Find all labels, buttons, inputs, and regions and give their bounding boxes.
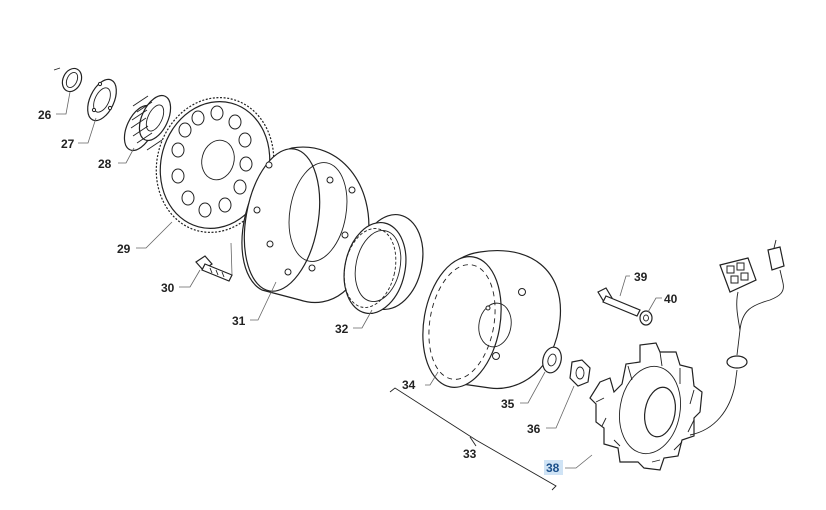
- leader-lines: [56, 91, 662, 469]
- part-30-bolt: [195, 255, 233, 282]
- callout-40[interactable]: 40: [664, 292, 678, 306]
- part-40-washer: [639, 310, 653, 326]
- callout-28[interactable]: 28: [98, 157, 112, 171]
- part-39-bolt: [597, 287, 641, 317]
- callout-38[interactable]: 38: [546, 461, 560, 475]
- part-32-one-way-clutch: [343, 213, 424, 315]
- part-34-flywheel-rotor: [422, 250, 562, 390]
- callout-27[interactable]: 27: [61, 137, 75, 151]
- callout-32[interactable]: 32: [335, 322, 349, 336]
- callout-33[interactable]: 33: [463, 447, 477, 461]
- part-28-needle-bearing: [123, 94, 172, 152]
- part-35-washer: [542, 346, 562, 374]
- callout-34[interactable]: 34: [402, 378, 416, 392]
- part-29-starter-gear: [155, 97, 275, 233]
- callout-39[interactable]: 39: [634, 270, 648, 284]
- part-38-stator: [589, 239, 785, 471]
- part-26-circlip: [53, 67, 83, 93]
- part-31-hub-ring: [241, 146, 370, 304]
- callout-36[interactable]: 36: [527, 422, 541, 436]
- callout-31[interactable]: 31: [232, 314, 246, 328]
- callout-38-highlight: [544, 460, 563, 475]
- callout-35[interactable]: 35: [501, 397, 515, 411]
- callout-29[interactable]: 29: [117, 242, 131, 256]
- callout-labels: 26 27 28 29 30 31 32 33 34 35 36 38 39 4…: [38, 108, 678, 475]
- part-36-nut: [569, 359, 591, 387]
- callout-26[interactable]: 26: [38, 108, 52, 122]
- group-33-bracket: [389, 387, 557, 491]
- callout-30[interactable]: 30: [161, 281, 175, 295]
- part-27-washer: [87, 78, 117, 122]
